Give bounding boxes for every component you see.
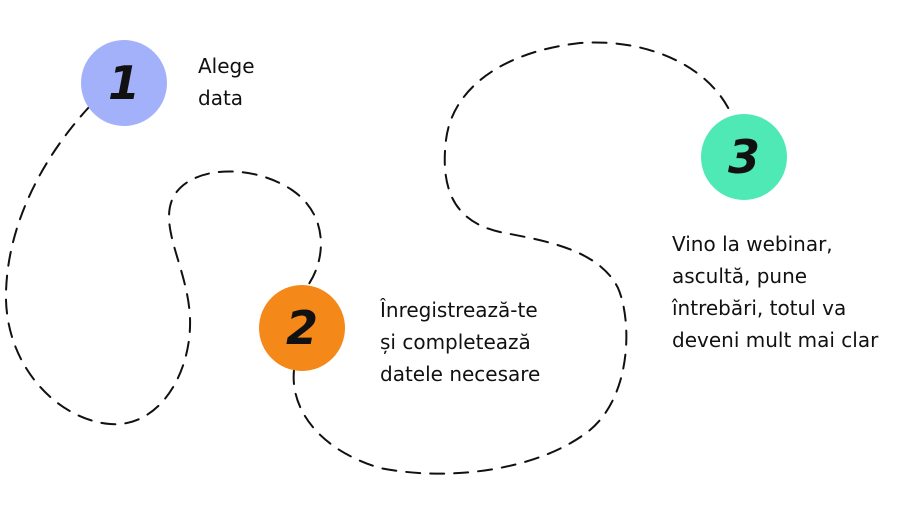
step-1-line: Alege	[198, 54, 255, 78]
step-3-line: întrebări, totul va	[672, 296, 847, 320]
step-2-line: datele necesare	[380, 362, 541, 386]
step-2-number: 2	[285, 301, 318, 355]
step-1-number: 1	[107, 56, 140, 110]
step-3-description: Vino la webinar, ascultă, pune întrebări…	[672, 228, 878, 356]
step-3-line: deveni mult mai clar	[672, 328, 879, 352]
step-3-line: ascultă, pune	[672, 264, 808, 288]
dashed-route-line	[4, 41, 733, 475]
step-1-line: data	[198, 86, 244, 110]
step-3-number: 3	[727, 130, 760, 184]
step-1-description: Alege data	[198, 50, 255, 114]
step-3-circle: 3	[701, 114, 787, 200]
step-2-description: Înregistrează-te și completează datele n…	[380, 294, 540, 390]
step-2-line: Înregistrează-te	[380, 298, 538, 322]
step-1-circle: 1	[81, 40, 167, 126]
step-3-line: Vino la webinar,	[672, 232, 833, 256]
step-2-line: și completează	[380, 330, 531, 354]
step-2-circle: 2	[259, 285, 345, 371]
